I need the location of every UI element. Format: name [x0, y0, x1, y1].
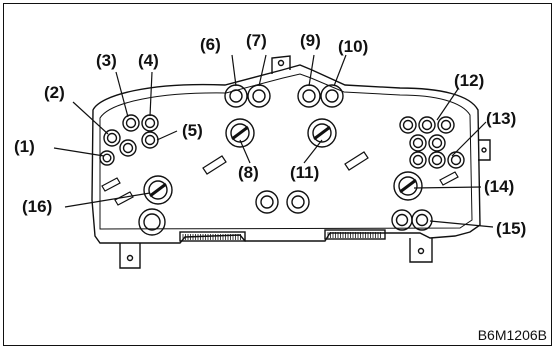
callout-14: (14) — [484, 177, 514, 196]
callout-2: (2) — [44, 83, 65, 102]
callout-11: (11) — [290, 163, 319, 182]
socket-large-left — [138, 208, 166, 236]
board-slots — [101, 151, 459, 206]
callout-9: (9) — [300, 31, 321, 50]
callout-3: (3) — [96, 51, 117, 70]
callout-4: (4) — [138, 51, 159, 70]
figure-frame — [3, 3, 552, 346]
callout-5: (5) — [182, 121, 203, 140]
callout-15: (15) — [496, 219, 526, 238]
socket-cluster-left — [99, 114, 159, 166]
callout-13: (13) — [486, 109, 516, 128]
callout-1: (1) — [14, 137, 35, 156]
callout-7: (7) — [246, 31, 267, 50]
callout-16: (16) — [22, 197, 52, 216]
socket-11 — [307, 118, 337, 148]
callout-6: (6) — [200, 35, 221, 54]
figure-code: B6M1206B — [477, 327, 547, 343]
socket-16 — [143, 175, 173, 205]
meter-housing — [91, 55, 491, 244]
callout-10: (10) — [338, 37, 368, 56]
socket-pair-15 — [391, 209, 433, 231]
sockets-center-bottom — [255, 190, 310, 214]
bottom-connectors — [119, 229, 433, 269]
leader-lines — [53, 54, 494, 228]
callout-8: (8) — [238, 163, 259, 182]
socket-pair-6-7 — [224, 84, 271, 108]
socket-14 — [393, 171, 423, 201]
callout-labels: (1) (2) (3) (4) (5) (6) (7) (8) (9) (10)… — [14, 31, 526, 238]
callout-12: (12) — [454, 71, 484, 90]
socket-8 — [225, 118, 255, 148]
socket-cluster-right — [399, 116, 465, 169]
